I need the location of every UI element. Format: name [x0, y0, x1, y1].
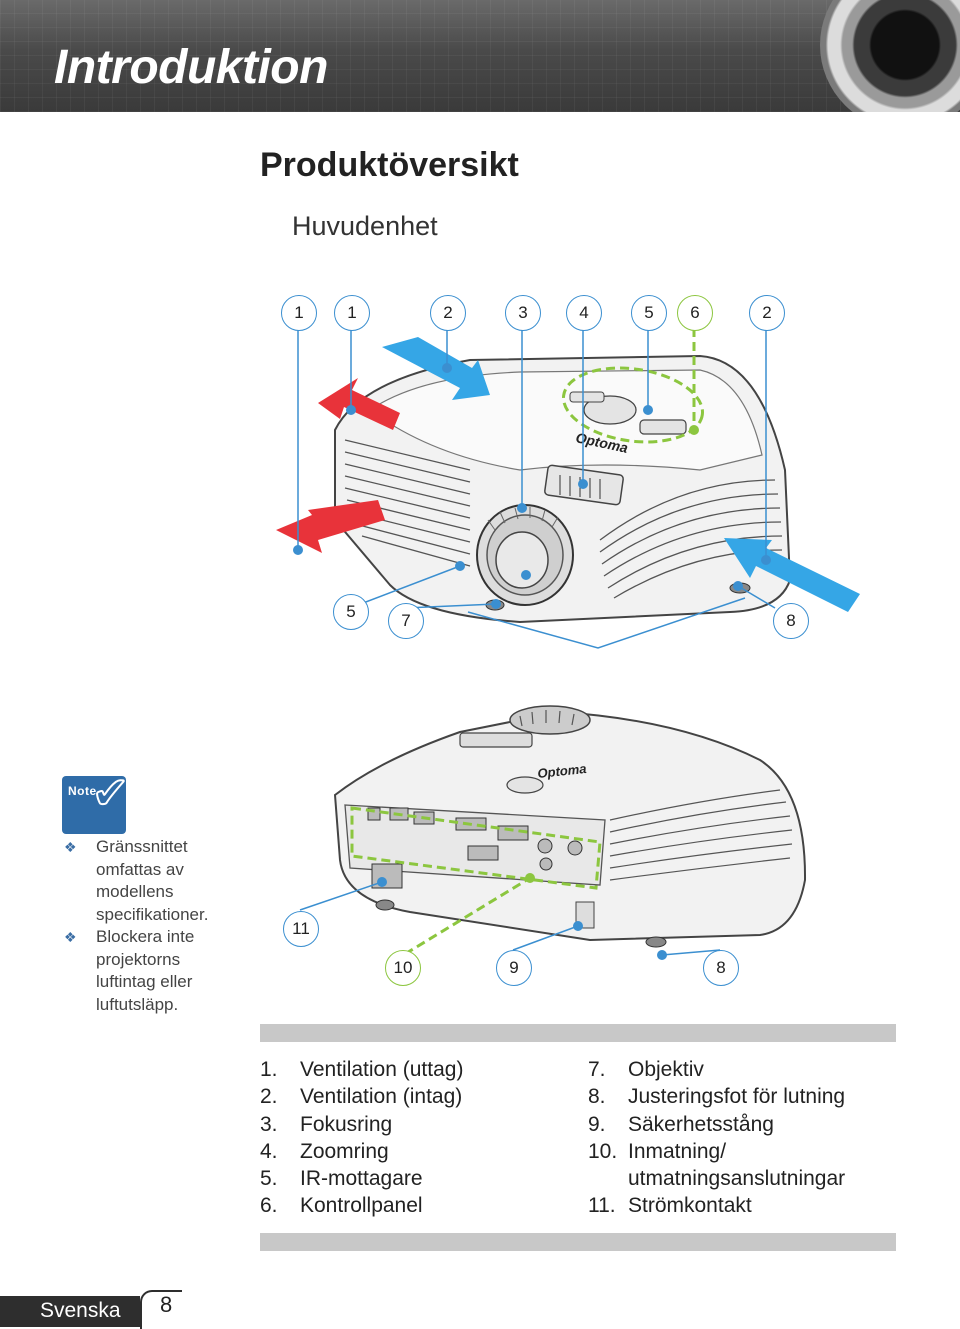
note-item: ❖ Blockera inte projektorns luftintag el… — [64, 926, 244, 1016]
legend-number: 3. — [260, 1112, 278, 1136]
legend-text: Strömkontakt — [628, 1194, 752, 1218]
legend-item: 9. Säkerhetsstång — [588, 1111, 845, 1138]
callout-1-left: 1 — [281, 295, 317, 331]
legend-text: Kontrollpanel — [300, 1194, 423, 1218]
legend-text: Ventilation (intag) — [300, 1085, 463, 1109]
legend-number: 2. — [260, 1085, 278, 1109]
legend-text: Zoomring — [300, 1139, 389, 1163]
callout-5-top: 5 — [631, 295, 667, 331]
callout-3: 3 — [505, 295, 541, 331]
header-texture — [0, 0, 960, 112]
footer-language: Svenska — [40, 1299, 121, 1322]
callout-1-right: 1 — [334, 295, 370, 331]
legend-text: utmatningsanslutningar — [628, 1167, 846, 1191]
legend-item: 7. Objektiv — [588, 1056, 845, 1083]
legend-top-rule — [260, 1024, 896, 1042]
legend-bottom-rule — [260, 1233, 896, 1251]
diamond-bullet-icon: ❖ — [64, 929, 77, 945]
legend-item: 1. Ventilation (uttag) — [260, 1056, 463, 1083]
note-list: ❖ Gränssnittet omfattas av modellens spe… — [64, 836, 244, 1016]
section-subtitle: Huvudenhet — [292, 211, 438, 241]
diamond-bullet-icon: ❖ — [64, 839, 77, 855]
callout-5-bottom: 5 — [333, 594, 369, 630]
intake-arrow-right — [724, 538, 860, 612]
chapter-header: Introduktion — [0, 0, 960, 112]
legend-text: Inmatning/ — [628, 1139, 727, 1163]
note-item: ❖ Gränssnittet omfattas av modellens spe… — [64, 836, 244, 926]
brand-logo-bottom: Optoma — [537, 761, 587, 781]
callout-10: 10 — [385, 950, 421, 986]
projector-diagrams: Optoma Optoma — [276, 328, 860, 960]
legend-number: 8. — [588, 1085, 606, 1109]
note-icon: Note ✔ — [62, 768, 130, 834]
legend-number: 1. — [260, 1058, 278, 1081]
note-label: Note — [68, 784, 97, 798]
page-number: 8 — [160, 1292, 173, 1317]
legend-left-column: 1. Ventilation (uttag) 2. Ventilation (int… — [260, 1056, 463, 1220]
legend-number: 5. — [260, 1167, 278, 1191]
exhaust-arrow-upper — [318, 378, 400, 430]
legend-item: 4. Zoomring — [260, 1138, 463, 1165]
callout-8-bottom: 8 — [703, 950, 739, 986]
legend-item: 2. Ventilation (intag) — [260, 1083, 463, 1110]
legend-number: 7. — [588, 1058, 606, 1081]
callout-4: 4 — [566, 295, 602, 331]
legend-item: 11. Strömkontakt — [588, 1192, 845, 1219]
callout-9: 9 — [496, 950, 532, 986]
legend-text: Objektiv — [628, 1058, 704, 1081]
legend-text: Ventilation (uttag) — [300, 1058, 464, 1081]
legend-number — [588, 1165, 628, 1192]
callout-2-left: 2 — [430, 295, 466, 331]
footer-language-bar: Svenska — [0, 1296, 140, 1327]
lens-decoration — [820, 0, 960, 112]
legend-item: 8. Justeringsfot för lutning — [588, 1083, 845, 1110]
legend-item: 5. IR-mottagare — [260, 1165, 463, 1192]
callout-7: 7 — [388, 603, 424, 639]
chapter-title: Introduktion — [54, 41, 328, 94]
intake-arrow-top — [382, 337, 490, 400]
legend-text: IR-mottagare — [300, 1167, 423, 1191]
callout-11: 11 — [283, 911, 319, 947]
exhaust-arrow-lower — [276, 500, 385, 553]
legend-number: 6. — [260, 1194, 278, 1218]
legend-item: 10. Inmatning/ — [588, 1138, 845, 1165]
callout-6: 6 — [677, 295, 713, 331]
legend-item: utmatningsanslutningar — [588, 1165, 845, 1192]
legend-text: Säkerhetsstång — [628, 1112, 774, 1136]
legend-number: 11. — [588, 1194, 616, 1218]
callout-8-top: 8 — [773, 603, 809, 639]
page-title: Produktöversikt — [260, 146, 519, 184]
footer-page-tab — [140, 1290, 182, 1329]
legend-item: 3. Fokusring — [260, 1111, 463, 1138]
note-text-1: Gränssnittet omfattas av modellens speci… — [96, 837, 209, 924]
note-text-2: Blockera inte projektorns luftintag elle… — [96, 927, 195, 1014]
checkmark-icon: ✔ — [91, 768, 130, 819]
legend-number: 9. — [588, 1112, 606, 1136]
projector-top-view: Optoma — [334, 354, 792, 624]
legend-item: 6. Kontrollpanel — [260, 1192, 463, 1219]
legend-right-column: 7. Objektiv 8. Justeringsfot för lutning 9… — [588, 1056, 845, 1220]
callout-2-right: 2 — [749, 295, 785, 331]
legend-text: Justeringsfot för lutning — [628, 1085, 846, 1109]
legend-number: 10. — [588, 1139, 618, 1163]
projector-rear-view: Optoma — [333, 705, 807, 948]
legend-number: 4. — [260, 1139, 278, 1163]
legend-text: Fokusring — [300, 1112, 393, 1136]
